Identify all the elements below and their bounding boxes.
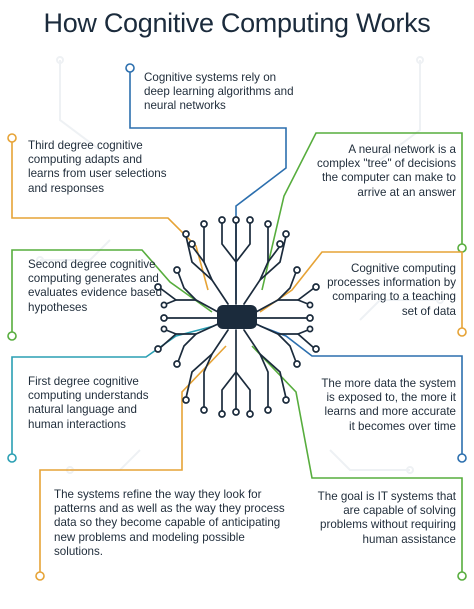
connector-right-3 bbox=[259, 325, 463, 458]
connector-right-1 bbox=[261, 132, 463, 291]
text-left-1: Third degree cognitive computing adapts … bbox=[28, 139, 167, 195]
background-circuit bbox=[36, 56, 444, 474]
text-right-3: The more data the system is exposed to, … bbox=[321, 377, 456, 433]
text-left-2: Second degree cognitive computing genera… bbox=[28, 258, 163, 314]
neural-tree bbox=[154, 216, 320, 418]
processor-chip bbox=[217, 305, 257, 329]
text-left-3: First degree cognitive computing underst… bbox=[28, 375, 149, 431]
connector-bottom-left bbox=[39, 345, 227, 576]
connector-left-1 bbox=[11, 138, 209, 291]
page-title: How Cognitive Computing Works bbox=[43, 8, 431, 38]
text-top-center: Cognitive systems rely on deep learning … bbox=[144, 71, 294, 113]
text-right-1: A neural network is a complex "tree" of … bbox=[316, 143, 456, 199]
connector-lines bbox=[7, 63, 467, 581]
text-right-2: Cognitive computing processes informatio… bbox=[327, 262, 456, 318]
connector-left-2 bbox=[11, 249, 213, 336]
text-bottom-right: The goal is IT systems that are capable … bbox=[317, 490, 456, 546]
connector-left-3 bbox=[11, 325, 215, 458]
text-bottom-left: The systems refine the way they look for… bbox=[54, 488, 285, 558]
